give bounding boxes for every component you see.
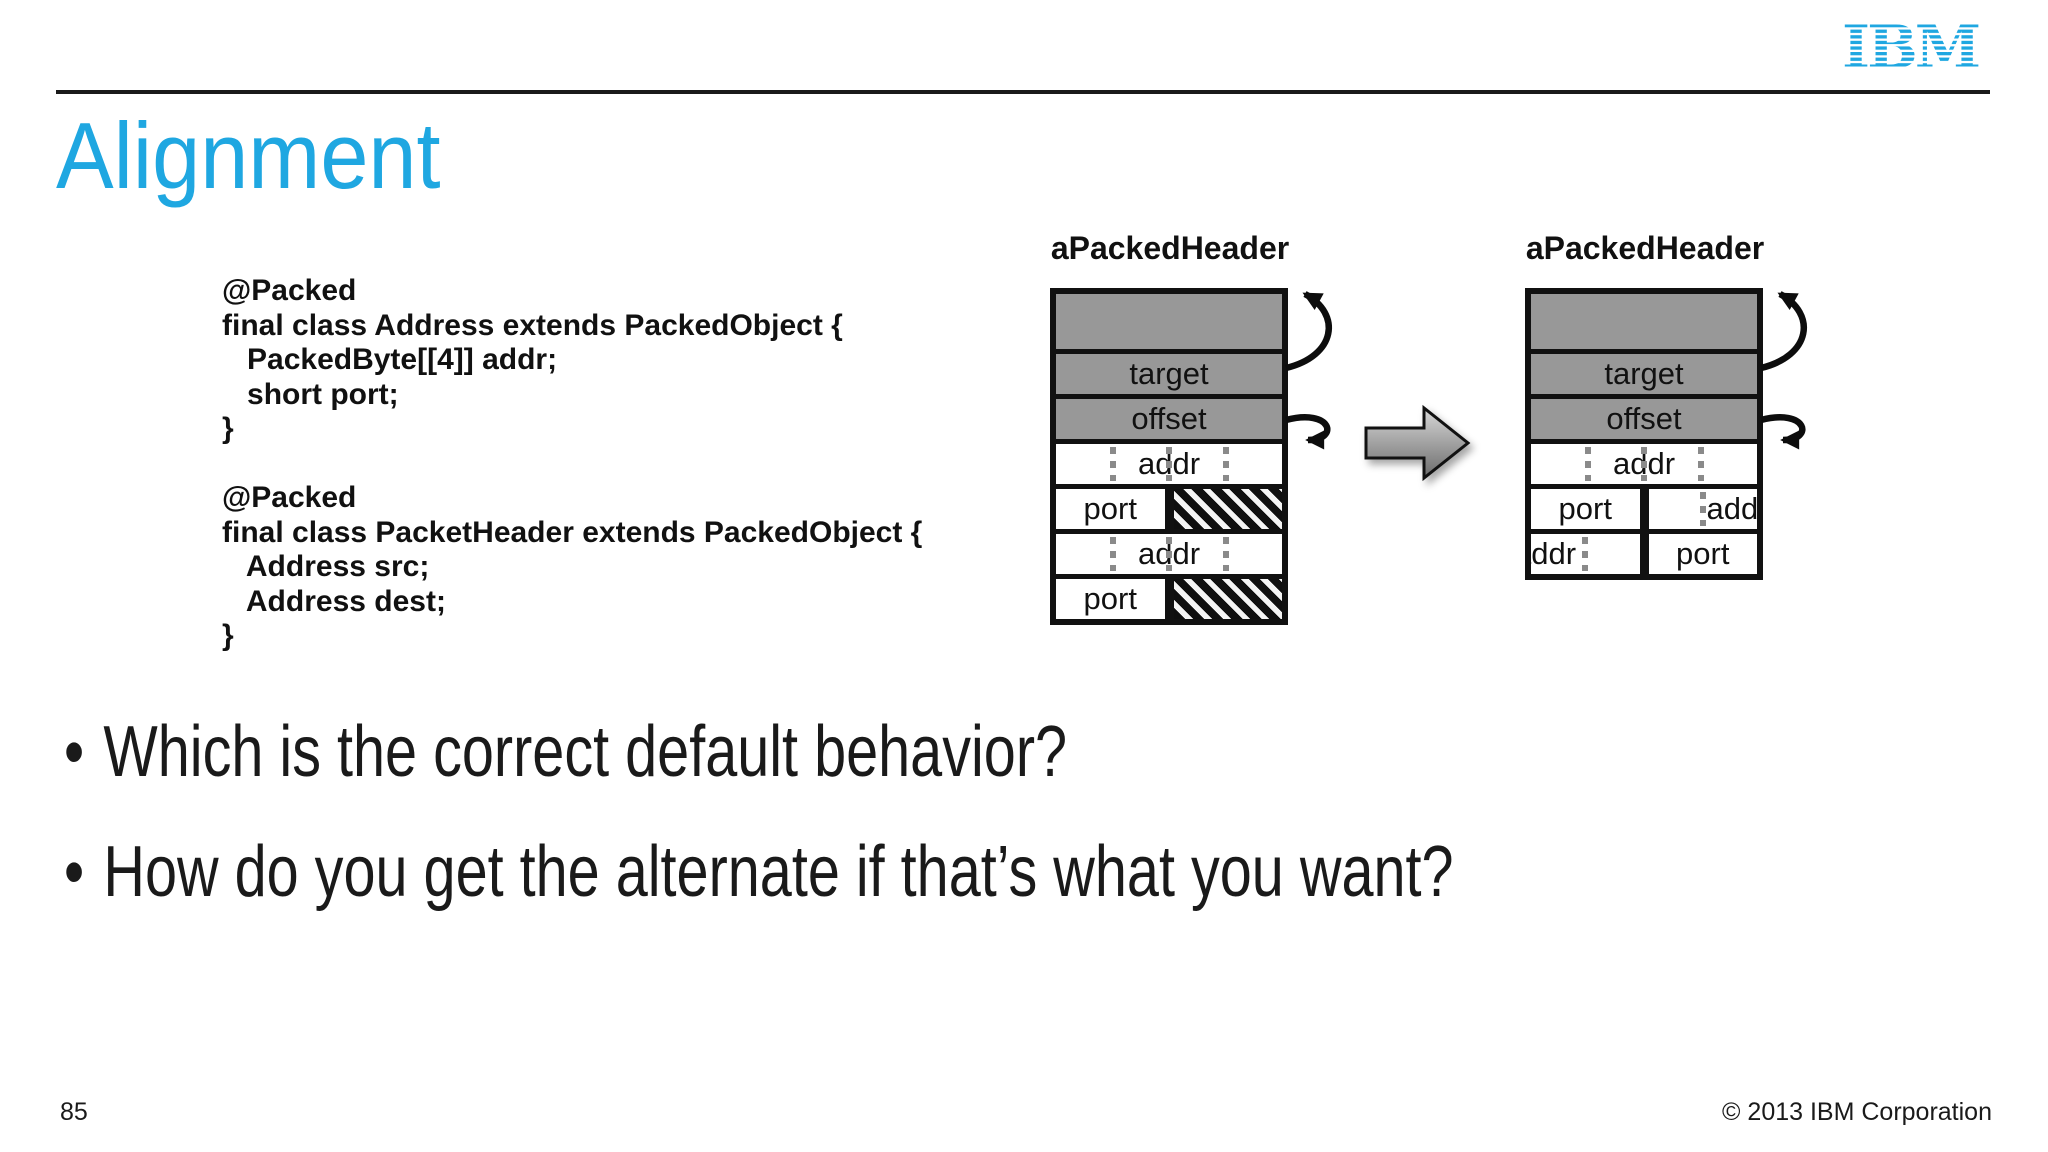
row-src-addr: addr: [1531, 439, 1757, 484]
row-object-header: [1056, 294, 1282, 349]
byte-boundary: [1697, 447, 1704, 481]
bullet-item: •Which is the correct default behavior?: [64, 712, 1067, 792]
dest-addr-end-label: addr: [1531, 536, 1577, 571]
target-pointer-arrow: [1760, 291, 1808, 372]
row-dest-port: port: [1056, 574, 1282, 619]
row-object-header: [1531, 294, 1757, 349]
dest-addr-end-cell: addr: [1531, 534, 1640, 574]
pointer-arrows-left: [1285, 291, 1333, 450]
padding-hatch: [1164, 489, 1282, 529]
byte-boundary: [1109, 537, 1116, 571]
pointer-arrows-right: [1760, 291, 1808, 450]
diagram-right-title: aPackedHeader: [1525, 230, 1765, 266]
byte-boundary: [1166, 537, 1172, 571]
header-rule: [56, 90, 1990, 94]
diagram-left-memory-layout: target offset addr port addr port: [1050, 288, 1288, 625]
row-src-addr: addr: [1056, 439, 1282, 484]
row-dest-addr: addr: [1056, 529, 1282, 574]
byte-boundary: [1584, 447, 1591, 481]
row-dest-addr-dest-port: addr port: [1531, 529, 1757, 574]
ibm-logo-text: IBM: [1842, 24, 1979, 83]
row-src-port-dest-addr: port addr: [1531, 484, 1757, 529]
byte-boundary: [1641, 447, 1647, 481]
dest-addr-start-label: addr: [1706, 491, 1758, 526]
byte-boundary: [1166, 447, 1172, 481]
diagram-left-title: aPackedHeader: [1050, 230, 1290, 266]
code-snippet: @Packed final class Address extends Pack…: [222, 274, 923, 652]
bullet-glyph: •: [64, 832, 85, 912]
page-title: Alignment: [56, 103, 441, 208]
byte-boundary: [1109, 447, 1116, 481]
byte-boundary: [1582, 537, 1589, 571]
padding-hatch: [1164, 579, 1282, 619]
dest-port-cell: port: [1639, 534, 1758, 574]
byte-boundary: [1222, 447, 1229, 481]
copyright: © 2013 IBM Corporation: [1722, 1098, 1992, 1126]
bullet-text: Which is the correct default behavior?: [103, 712, 1068, 792]
bullet-glyph: •: [64, 712, 85, 792]
transform-arrow: [1364, 404, 1471, 482]
target-pointer-arrow: [1285, 291, 1333, 372]
src-port-cell: port: [1558, 491, 1612, 526]
offset-pointer-arrow: [1285, 414, 1331, 450]
src-port-cell: port: [1083, 491, 1137, 526]
ibm-logo: IBM: [1842, 24, 1982, 83]
bullet-text: How do you get the alternate if that’s w…: [103, 832, 1454, 912]
offset-pointer-arrow: [1760, 414, 1806, 450]
bullet-item: •How do you get the alternate if that’s …: [64, 832, 1454, 912]
dest-port-cell: port: [1083, 581, 1137, 616]
row-offset: offset: [1056, 394, 1282, 439]
byte-boundary: [1699, 492, 1706, 526]
byte-boundary: [1222, 537, 1229, 571]
row-target: target: [1531, 349, 1757, 394]
row-target: target: [1056, 349, 1282, 394]
row-src-port: port: [1056, 484, 1282, 529]
dest-addr-start-cell: addr: [1639, 489, 1758, 529]
diagram-right-memory-layout: target offset addr port addr addr port: [1525, 288, 1763, 580]
page-number: 85: [60, 1098, 88, 1126]
row-offset: offset: [1531, 394, 1757, 439]
